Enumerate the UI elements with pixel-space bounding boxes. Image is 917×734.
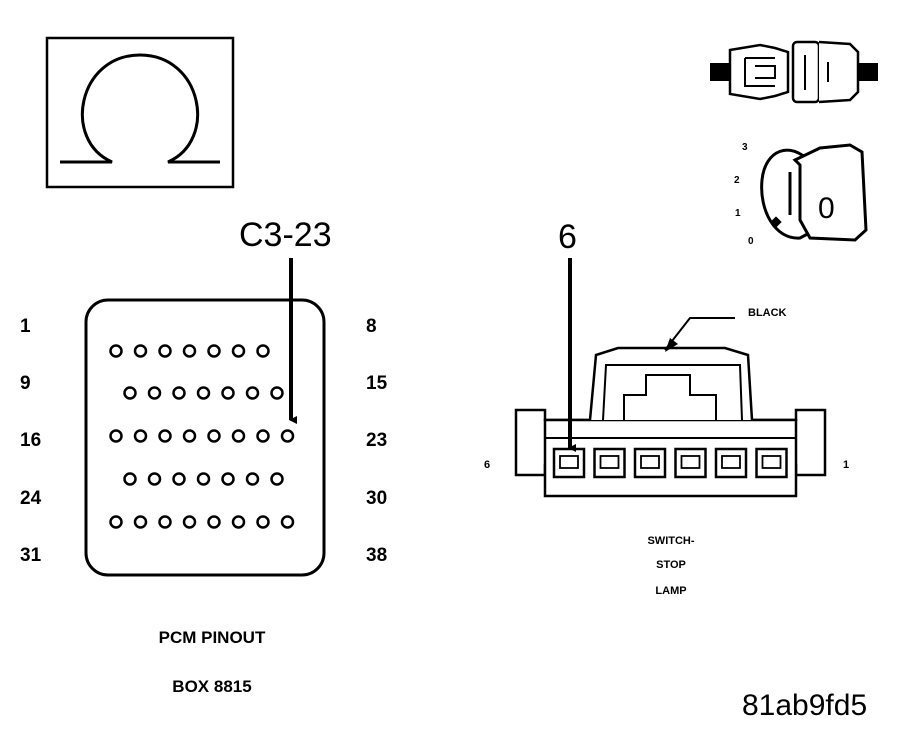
pcm-row-right-1: 8	[366, 316, 377, 337]
pcm-caption-line-1: PCM PINOUT	[159, 628, 266, 647]
pcm-pin-grid	[109, 344, 295, 529]
switch-cavity	[755, 447, 788, 479]
pcm-pin	[207, 429, 221, 443]
pcm-pin	[133, 515, 148, 529]
pcm-pin	[280, 515, 295, 529]
pcm-pin	[133, 344, 148, 358]
switch-callout-label: 6	[558, 218, 577, 256]
switch-caption-line-2: STOP	[656, 559, 686, 571]
pcm-pin	[147, 472, 162, 486]
pcm-pin	[207, 515, 221, 529]
pcm-pin	[231, 515, 246, 529]
switch-cavities	[552, 447, 788, 479]
pcm-row-left-4: 24	[20, 488, 42, 509]
pcm-pin	[256, 515, 270, 529]
ignition-key-icon: 3 2 1 0 0	[734, 142, 868, 247]
pcm-pin	[133, 429, 148, 443]
pcm-pin	[196, 472, 211, 486]
ohmmeter-icon	[45, 36, 235, 189]
pcm-callout-label: C3-23	[239, 216, 332, 254]
black-leader-line	[664, 317, 735, 351]
switch-cavity-terminal	[640, 455, 660, 469]
pcm-pin	[158, 344, 172, 358]
pcm-row-left-1: 1	[20, 316, 31, 337]
switch-cavity-terminal	[761, 455, 782, 469]
pcm-row-right-3: 23	[366, 430, 387, 451]
pcm-pin	[256, 429, 270, 443]
key-label: 0	[818, 192, 835, 225]
pcm-row-right-4: 30	[366, 488, 387, 509]
pcm-pin	[172, 472, 186, 486]
connector-color-label: BLACK	[748, 307, 787, 319]
pcm-pin	[231, 344, 246, 358]
figure-code: 81ab9fd5	[742, 689, 867, 722]
pcm-pin	[245, 472, 260, 486]
key-position-1: 1	[735, 208, 741, 219]
test-lead-connector-icon	[710, 40, 878, 104]
pcm-pin	[280, 429, 295, 443]
key-position-3: 3	[742, 142, 748, 153]
pcm-pin	[123, 386, 137, 400]
pcm-pin	[245, 386, 260, 400]
switch-caption-line-3: LAMP	[655, 585, 686, 597]
switch-caption-line-1: SWITCH-	[647, 535, 694, 547]
pcm-pin	[109, 515, 123, 529]
pcm-row-right-5: 38	[366, 545, 387, 566]
pcm-pin	[221, 472, 235, 486]
key-position-2: 2	[734, 175, 740, 186]
pcm-pin	[196, 386, 211, 400]
pcm-pin	[109, 429, 123, 443]
black-leader-arrowhead	[665, 338, 678, 352]
pcm-connector	[84, 298, 326, 577]
pcm-pin	[182, 429, 197, 443]
pcm-pin	[270, 386, 284, 400]
key-position-0: 0	[748, 236, 754, 247]
pcm-pin	[147, 386, 162, 400]
switch-cavity-terminal	[559, 455, 579, 469]
switch-end-label-left: 6	[484, 459, 490, 471]
pcm-pin	[109, 344, 123, 358]
switch-end-label-right: 1	[843, 459, 849, 471]
pcm-pin	[256, 344, 270, 358]
pcm-row-left-3: 16	[20, 430, 41, 451]
pcm-pin	[123, 472, 137, 486]
pcm-pin	[207, 344, 221, 358]
switch-cavity-terminal	[721, 455, 741, 469]
pcm-pin	[172, 386, 186, 400]
pcm-caption-line-2: BOX 8815	[172, 677, 251, 696]
switch-cavity-terminal	[599, 455, 620, 469]
switch-cavity	[633, 447, 667, 479]
switch-connector	[514, 346, 827, 498]
pcm-pin	[182, 515, 197, 529]
pcm-pin	[231, 429, 246, 443]
pcm-row-left-2: 9	[20, 373, 31, 394]
pcm-pin	[182, 344, 197, 358]
switch-cavity-terminal	[680, 455, 701, 469]
pcm-pin	[270, 472, 284, 486]
pcm-pin	[158, 429, 172, 443]
pcm-pin	[221, 386, 235, 400]
pcm-row-right-2: 15	[366, 373, 388, 394]
pcm-row-left-5: 31	[20, 545, 42, 566]
pcm-pin	[158, 515, 172, 529]
